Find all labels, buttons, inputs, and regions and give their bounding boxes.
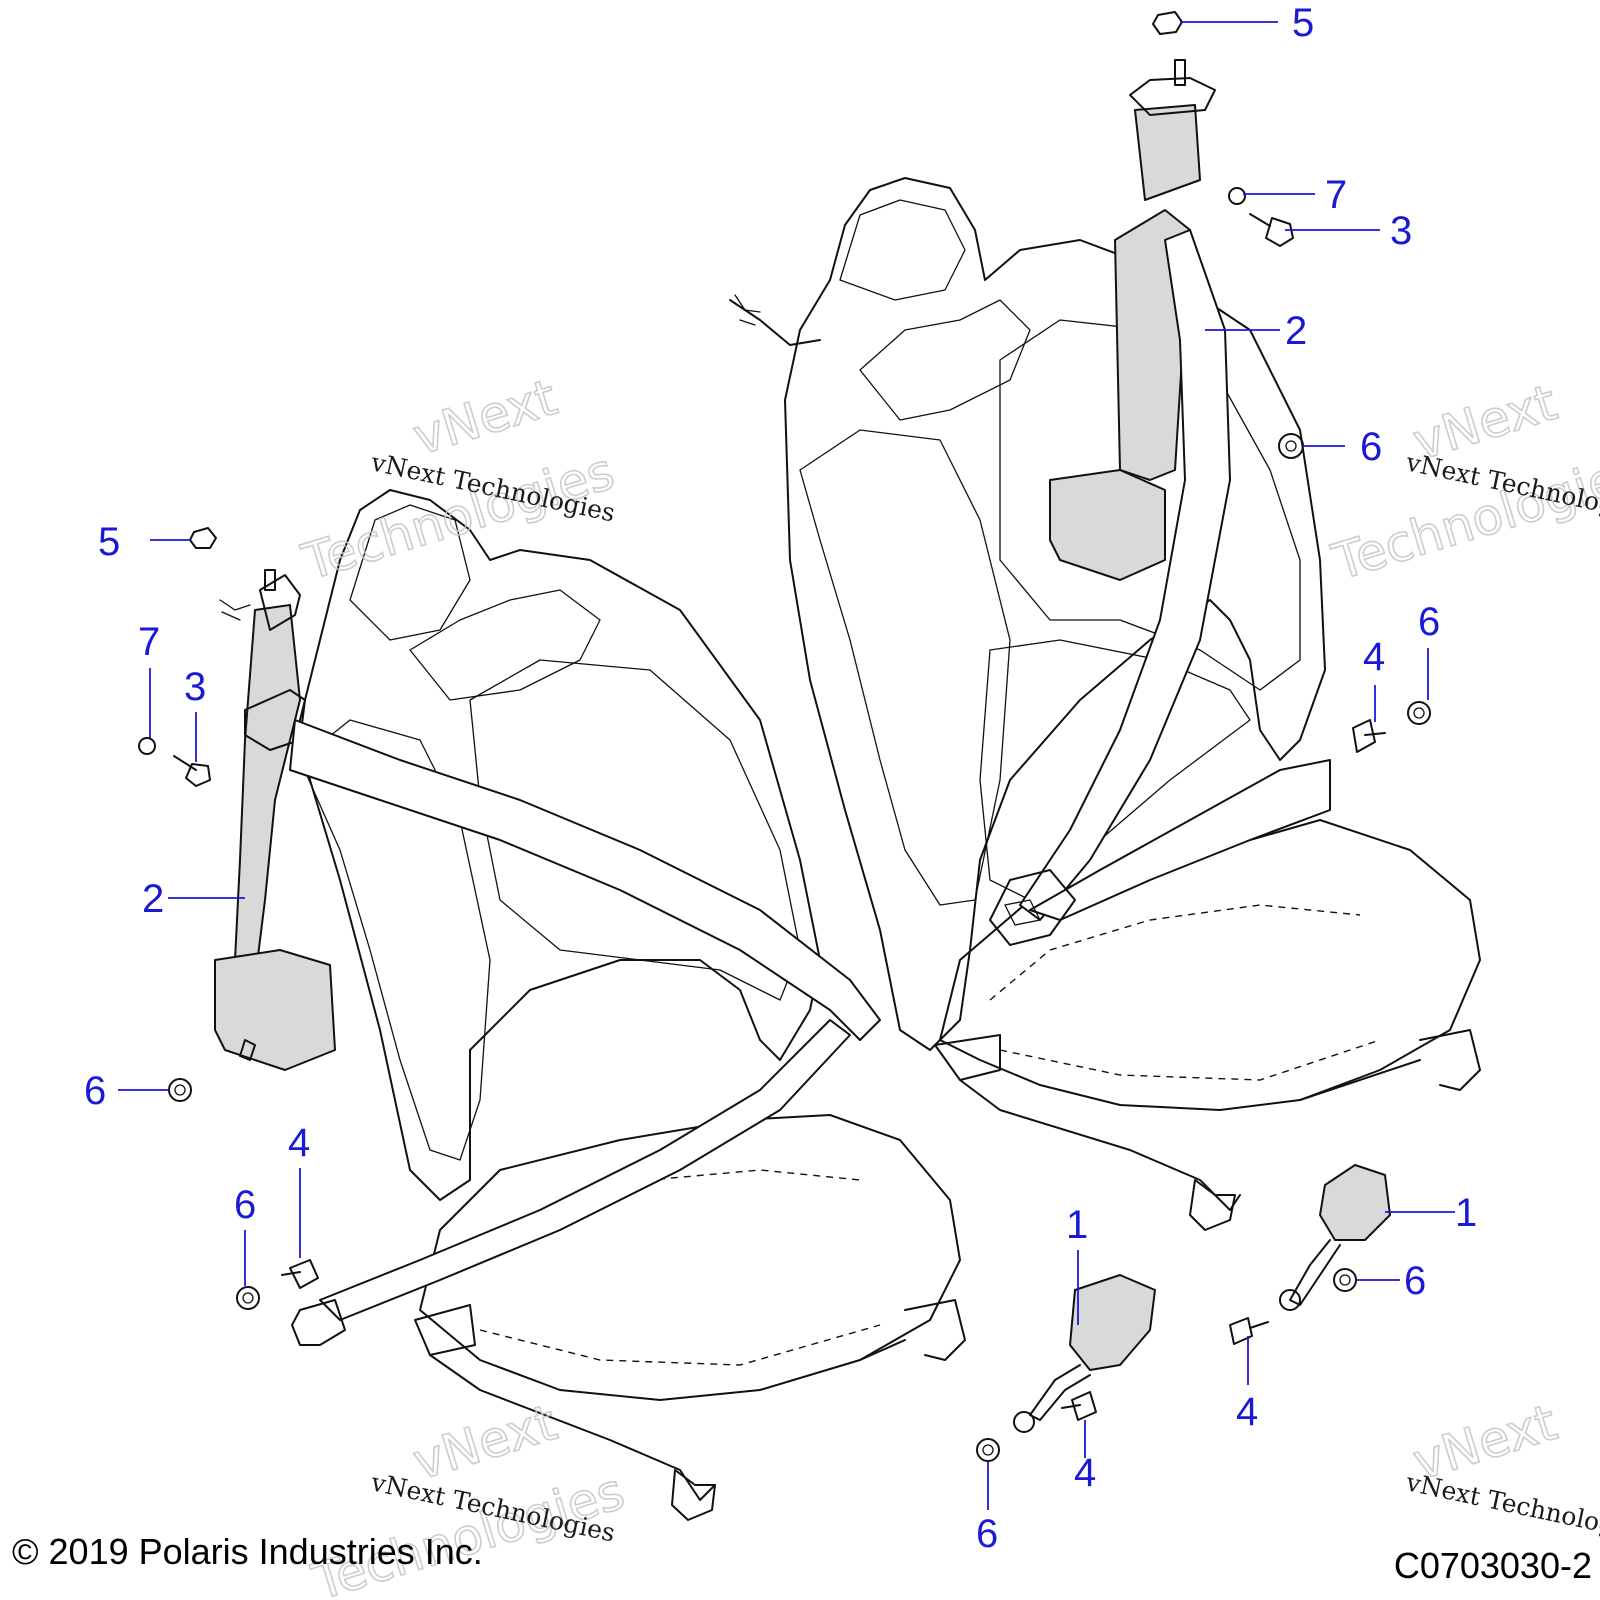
callout-label: 4 [1363, 635, 1385, 679]
callout-label: 6 [1404, 1259, 1426, 1303]
callout-numbers: 5 7 3 2 6 6 4 5 7 3 2 6 6 4 1 4 6 1 6 4 [84, 1, 1477, 1556]
callout-label: 2 [142, 877, 164, 921]
watermarks: vNext Technologies vNext Technologies vN… [295, 368, 1600, 1600]
callout-label: 1 [1455, 1191, 1477, 1235]
left-seat [214, 489, 966, 1521]
callout-label: 5 [1292, 1, 1314, 45]
callout-label: 6 [84, 1069, 106, 1113]
nut-icon [1152, 11, 1183, 35]
watermark-line-br: vNext Technologies [1403, 1467, 1600, 1547]
callout-label: 6 [976, 1512, 998, 1556]
callout-label: 1 [1066, 1203, 1088, 1247]
callout-label: 3 [184, 665, 206, 709]
callout-label: 6 [1418, 600, 1440, 644]
watermark-big-top-bl: vNext [407, 1393, 564, 1491]
callout-label: 6 [234, 1183, 256, 1227]
loose-parts [138, 11, 1431, 1462]
callout-label: 4 [288, 1121, 310, 1165]
watermark-big-top: vNext [407, 368, 564, 466]
callout-label: 2 [1285, 309, 1307, 353]
callout-label: 4 [1236, 1390, 1258, 1434]
callout-label: 5 [98, 520, 120, 564]
callout-label: 7 [1325, 173, 1347, 217]
callout-label: 3 [1390, 209, 1412, 253]
leader-lines [118, 21, 1455, 1510]
copyright-text: © 2019 Polaris Industries Inc. [12, 1531, 483, 1572]
callout-label: 6 [1360, 425, 1382, 469]
callout-label: 4 [1074, 1451, 1096, 1495]
nut-icon [1228, 187, 1246, 205]
right-seat [729, 59, 1481, 1231]
drawing-code: C0703030-2 [1394, 1545, 1592, 1586]
callout-label: 7 [138, 620, 160, 664]
